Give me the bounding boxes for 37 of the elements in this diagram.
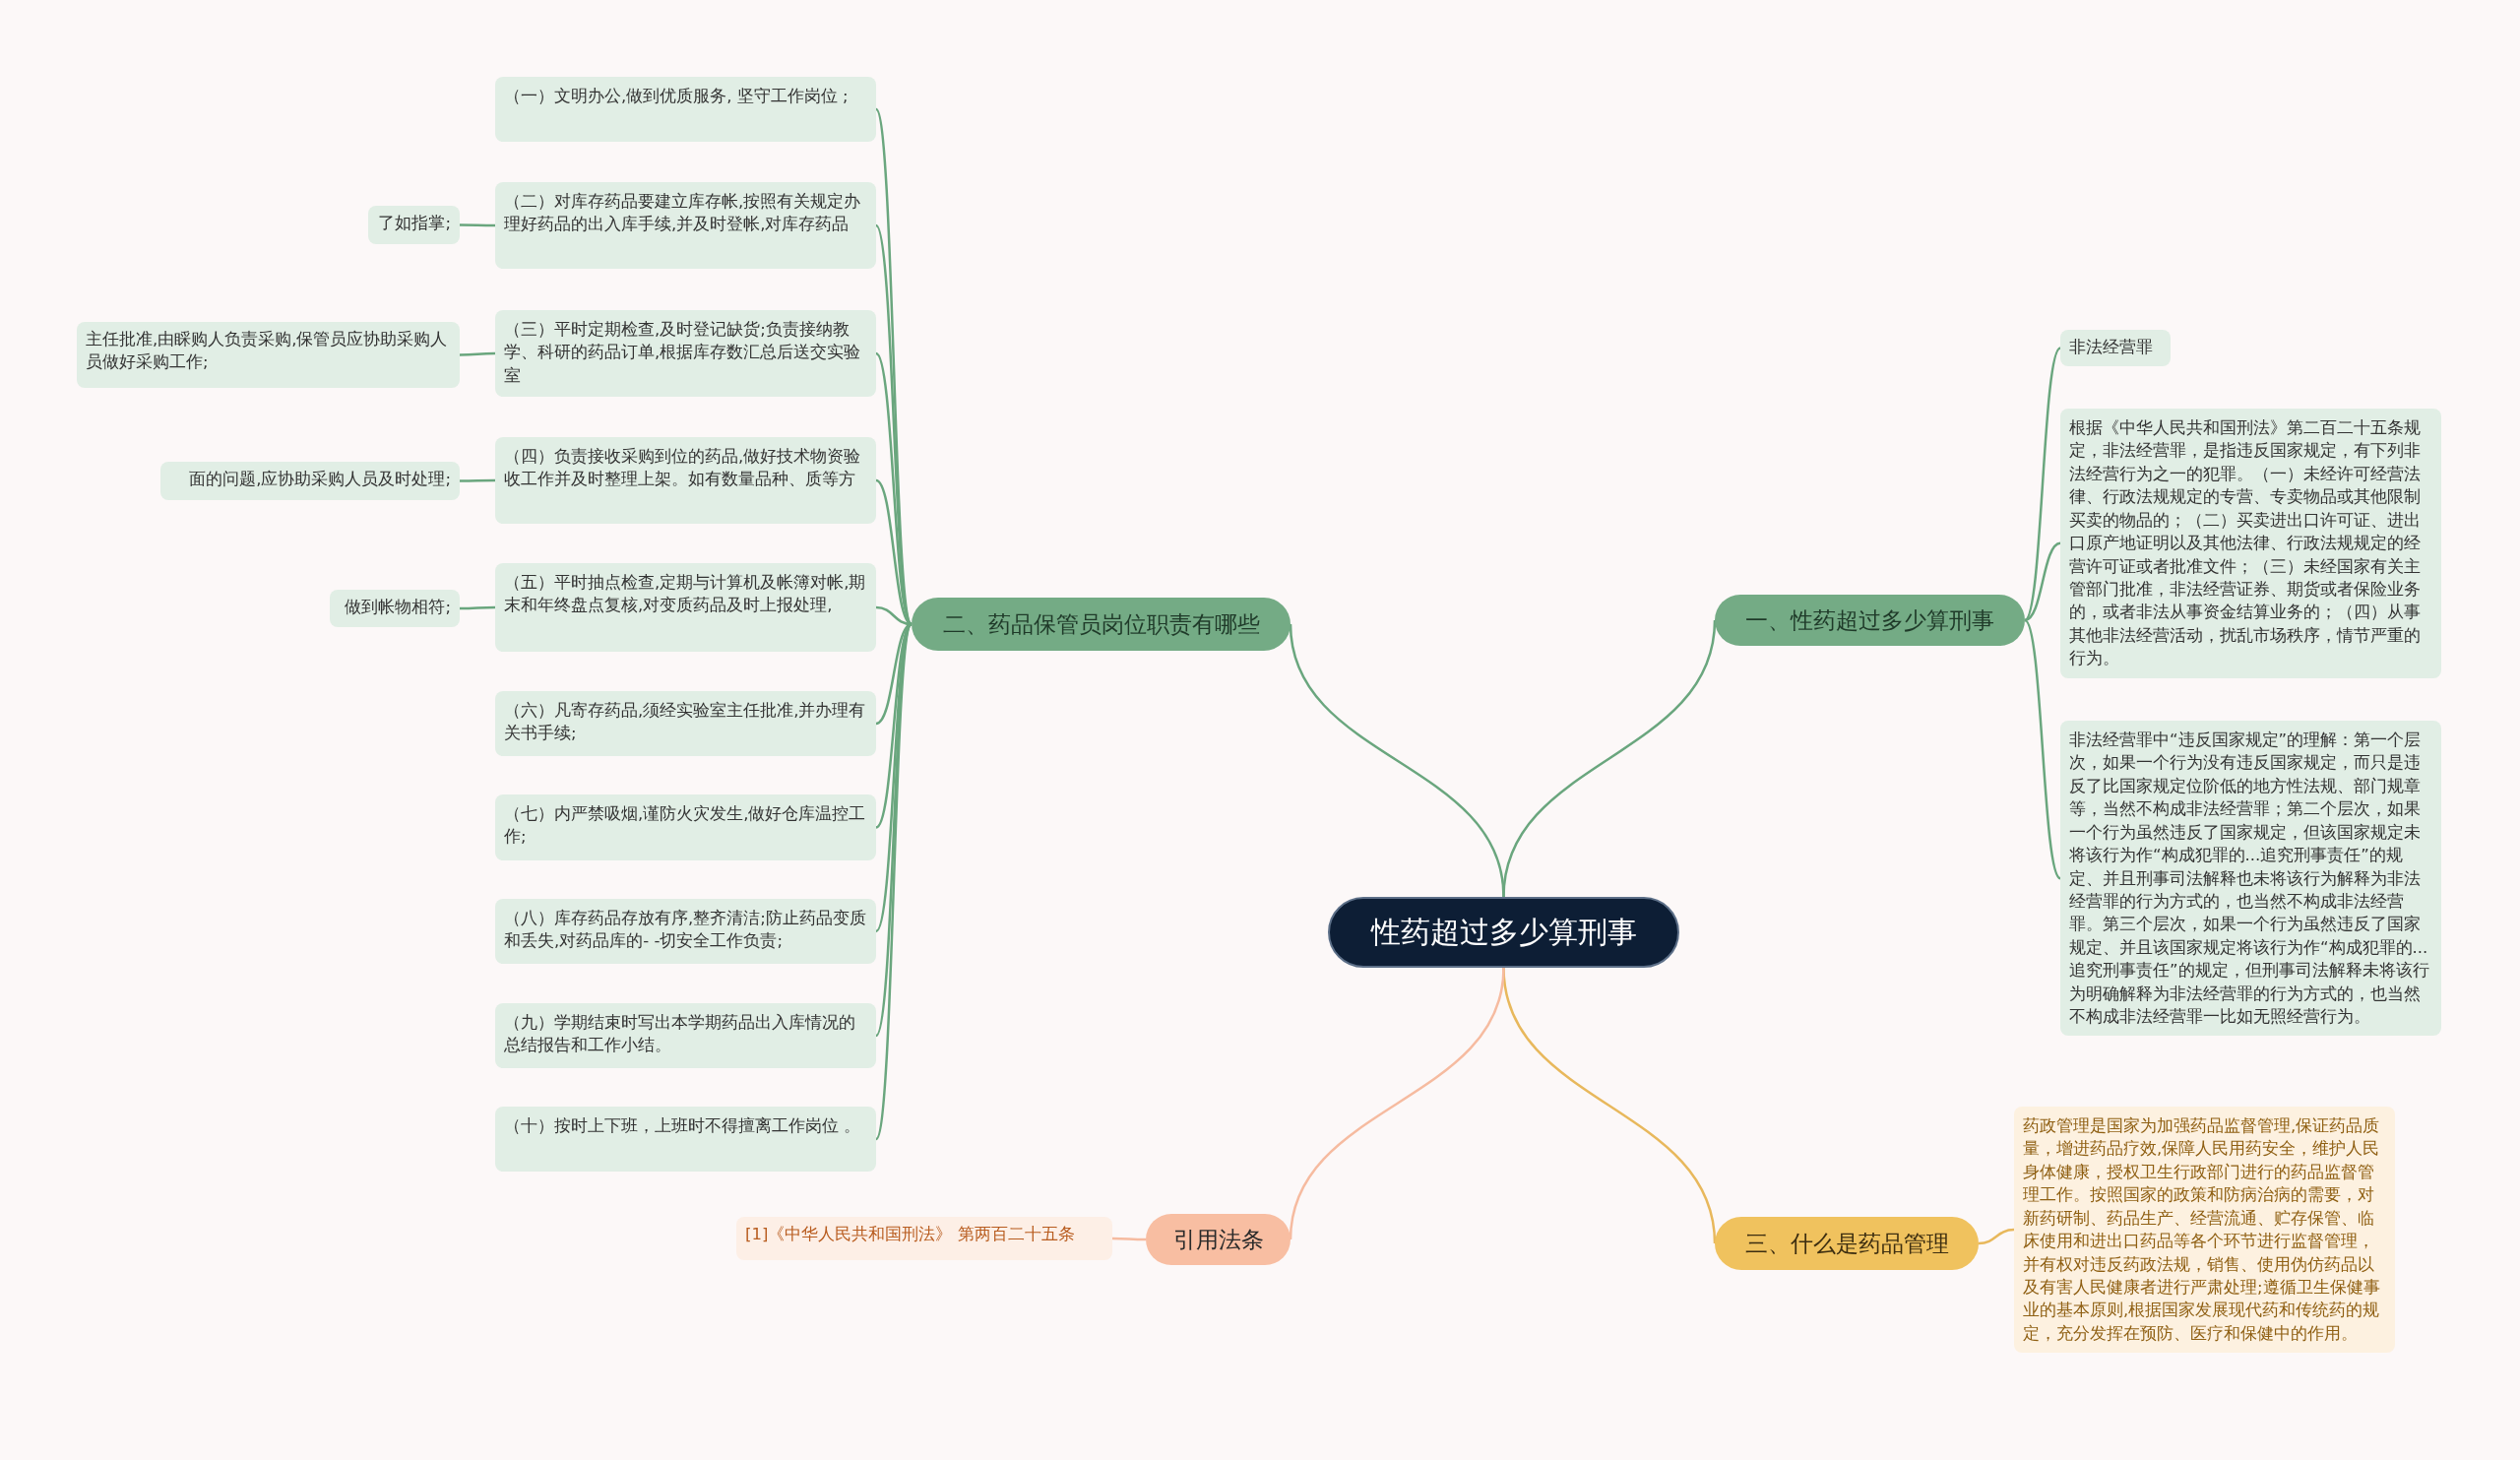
subtopic-card: 根据《中华人民共和国刑法》第二百二十五条规定，非法经营罪，是指违反国家规定，有下列非法经营行为之一的犯罪。（一）未经许可经营法律、行政法规规定的专营、专卖物品或其他限制买卖的物品的；（二）买卖进出口许可证、进出口原产地证明以及其他法律、行政法规规定的经营许可证或者批准文件；（三）未经国家有关主管部门批准，非法经营证券、期货或者保险业务的，或者非法从事资金结算业务的；（四）从事其他非法经营活动，扰乱市场秩序，情节严重的行为。	[2060, 409, 2441, 678]
branch-topic: 引用法条	[1146, 1214, 1291, 1265]
subtopic-card: 非法经营罪中“违反国家规定”的理解：第一个层次，如果一个行为没有违反国家规定，而只是违反了比国家规定位阶低的地方性法规、部门规章等，当然不构成非法经营罪；第二个层次，如果一个行为虽然违反了国家规定，但该国家规定未将该行为作“构成犯罪的...追究刑事责任”的规定、并且刑事司法解释也未将该行为解释为非法经营罪的行为方式的，也当然不构成非法经营罪。第三个层次，如果一个行为虽然违反了国家规定、并且该国家规定将该行为作“构成犯罪的...追究刑事责任”的规定，但刑事司法解释未将该行为明确解释为非法经营罪的行为方式的，也当然不构成非法经营罪一比如无照经营行为。	[2060, 721, 2441, 1037]
central-topic: 性药超过多少算刑事	[1328, 897, 1679, 968]
connector-line	[2024, 541, 2061, 622]
connector-line	[460, 605, 495, 610]
connector-line	[460, 478, 495, 482]
branch-topic: 二、药品保管员岗位职责有哪些	[912, 598, 1291, 651]
connector-line	[2024, 619, 2061, 880]
subtopic-card: （十）按时上下班，上班时不得擅离工作岗位 。	[495, 1107, 876, 1172]
branch-topic: 一、性药超过多少算刑事	[1715, 595, 2025, 646]
connector-line	[1978, 1228, 2015, 1245]
detail-card: 非法经营罪	[2060, 330, 2171, 366]
detail-card: 面的问题,应协助采购人员及时处理;	[160, 462, 460, 500]
connector-line	[2024, 347, 2061, 621]
connector-line	[1502, 619, 1717, 898]
subtopic-card: （五）平时抽点检查,定期与计算机及帐簿对帐,期末和年终盘点复核,对变质药品及时上报处理,	[495, 563, 876, 652]
connector-line	[1112, 1237, 1146, 1241]
subtopic-card: （九）学期结束时写出本学期药品出入库情况的总结报告和工作小结。	[495, 1003, 876, 1068]
subtopic-card: （四）负责接收采购到位的药品,做好技术物资验收工作并及时整理上架。如有数量品种、质等方	[495, 437, 876, 524]
subtopic-card: （三）平时定期检查,及时登记缺货;负责接纳教学、科研的药品订单,根据库存数汇总后送交实验室	[495, 310, 876, 397]
connector-line	[460, 223, 495, 227]
detail-card: [1]《中华人民共和国刑法》 第两百二十五条	[736, 1217, 1112, 1260]
subtopic-card: （六）凡寄存药品,须经实验室主任批准,并办理有关书手续;	[495, 691, 876, 756]
branch-topic: 三、什么是药品管理	[1715, 1217, 1979, 1270]
subtopic-card: （一）文明办公,做到优质服务, 坚守工作岗位 ;	[495, 77, 876, 142]
subtopic-card: （七）内严禁吸烟,谨防火灾发生,做好仓库温控工作;	[495, 794, 876, 860]
connector-line	[1289, 967, 1505, 1240]
detail-card: 了如指掌;	[368, 206, 460, 244]
detail-card: 做到帐物相符;	[330, 590, 460, 627]
connector-line	[460, 351, 495, 356]
connector-line	[874, 224, 914, 625]
connector-line	[874, 623, 914, 1140]
subtopic-card: 药政管理是国家为加强药品监督管理,保证药品质量，增进药品疗效,保障人民用药安全，维护人民身体健康，授权卫生行政部门进行的药品监督管理工作。按照国家的政策和防病治病的需要，对新药研制、药品生产、经营流通、贮存保管、临床使用和进出口药品等各个环节进行监督管理，并有权对违反药政法规，销售、使用伪仿药品以及有害人民健康者进行严肃处理;遵循卫生保健事业的基本原则,根据国家发展现代药和传统药的规定，充分发挥在预防、医疗和保健中的作用。	[2014, 1107, 2395, 1354]
subtopic-card: （八）库存药品存放有序,整齐清洁;防止药品变质和丢失,对药品库的- -切安全工作负责;	[495, 899, 876, 964]
detail-card: 主任批准,由睬购人负责采购,保管员应协助采购人员做好采购工作;	[77, 322, 460, 388]
subtopic-card: （二）对库存药品要建立库存帐,按照有关规定办理好药品的出入库手续,并及时登帐,对库存药品	[495, 182, 876, 269]
